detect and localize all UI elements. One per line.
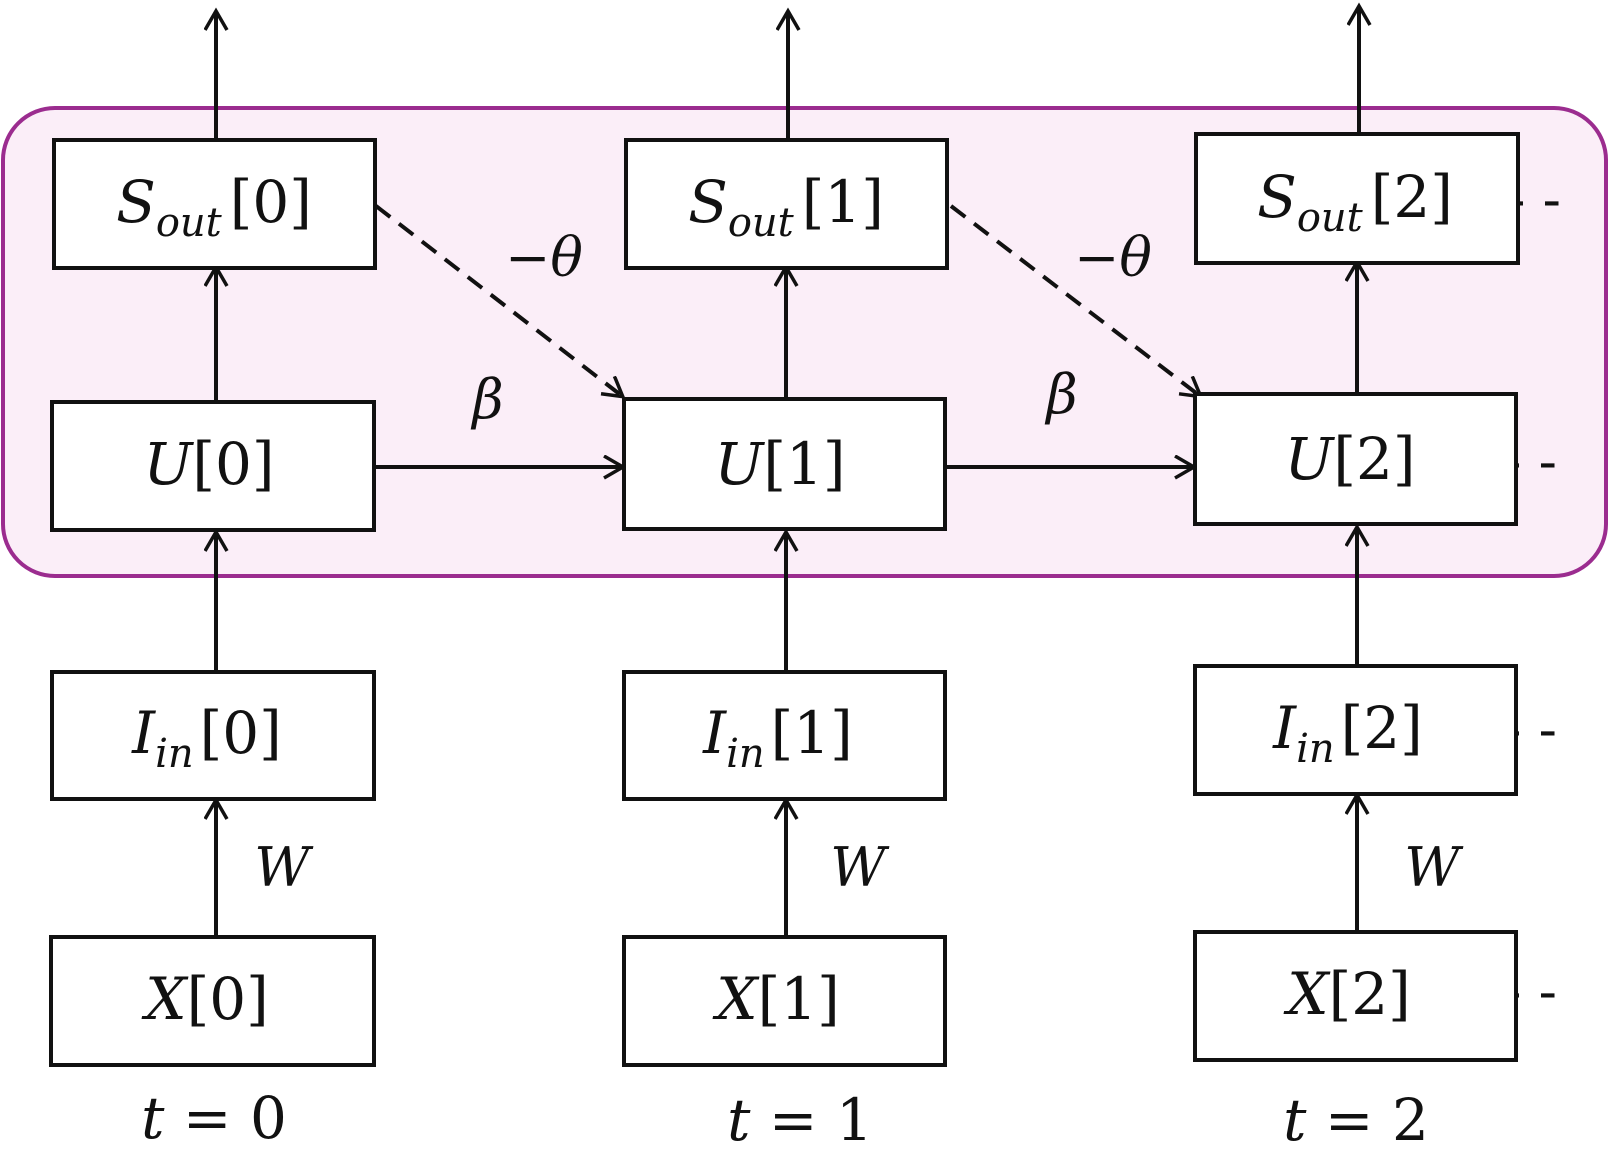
theta-label-0: −θ	[505, 226, 583, 289]
sout-box-0	[52, 138, 377, 270]
sout-box-1	[624, 138, 949, 270]
iin-label-0: Iin[0]	[131, 699, 282, 777]
x-label-0: X[0]	[141, 965, 268, 1033]
beta-label-1: β	[1044, 363, 1077, 426]
x-box-2	[1193, 930, 1518, 1062]
u-label-1: U[1]	[714, 430, 845, 498]
time-label-1: t = 1	[727, 1086, 873, 1150]
sout-box-2	[1194, 132, 1520, 265]
x-label-2: X[2]	[1283, 960, 1410, 1028]
reset-arrow-1	[949, 204, 1200, 396]
x-label-1: X[1]	[712, 965, 839, 1033]
x-box-1	[622, 935, 947, 1067]
reset-arrow-0	[374, 204, 622, 396]
sout-label-2: Sout[2]	[1257, 163, 1453, 241]
iin-box-2	[1193, 664, 1518, 796]
iin-label-1: Iin[1]	[702, 699, 853, 777]
x-box-0	[49, 935, 376, 1067]
iin-label-2: Iin[2]	[1272, 694, 1423, 772]
u-box-2	[1193, 392, 1518, 526]
weight-label-0: W	[254, 836, 314, 899]
column-0: Sout[0] U[0] Iin[0] W X[0] t = 0	[49, 138, 377, 1150]
sout-label-0: Sout[0]	[116, 168, 312, 246]
sout-label-1: Sout[1]	[688, 168, 884, 246]
beta-label-0: β	[470, 368, 503, 431]
weight-label-2: W	[1404, 836, 1464, 899]
time-label-0: t = 0	[141, 1084, 287, 1150]
u-box-0	[50, 400, 376, 532]
u-box-1	[622, 397, 947, 531]
weight-label-1: W	[830, 836, 890, 899]
theta-label-1: −θ	[1074, 226, 1152, 289]
iin-box-0	[50, 670, 376, 801]
column-2: Sout[2] U[2] Iin[2] W X[2] t = 2	[1193, 132, 1520, 1150]
column-1: Sout[1] U[1] Iin[1] W X[1] t = 1	[622, 138, 949, 1150]
u-label-0: U[0]	[143, 430, 274, 498]
u-label-2: U[2]	[1284, 425, 1415, 493]
time-label-2: t = 2	[1283, 1086, 1429, 1150]
iin-box-1	[622, 670, 947, 801]
